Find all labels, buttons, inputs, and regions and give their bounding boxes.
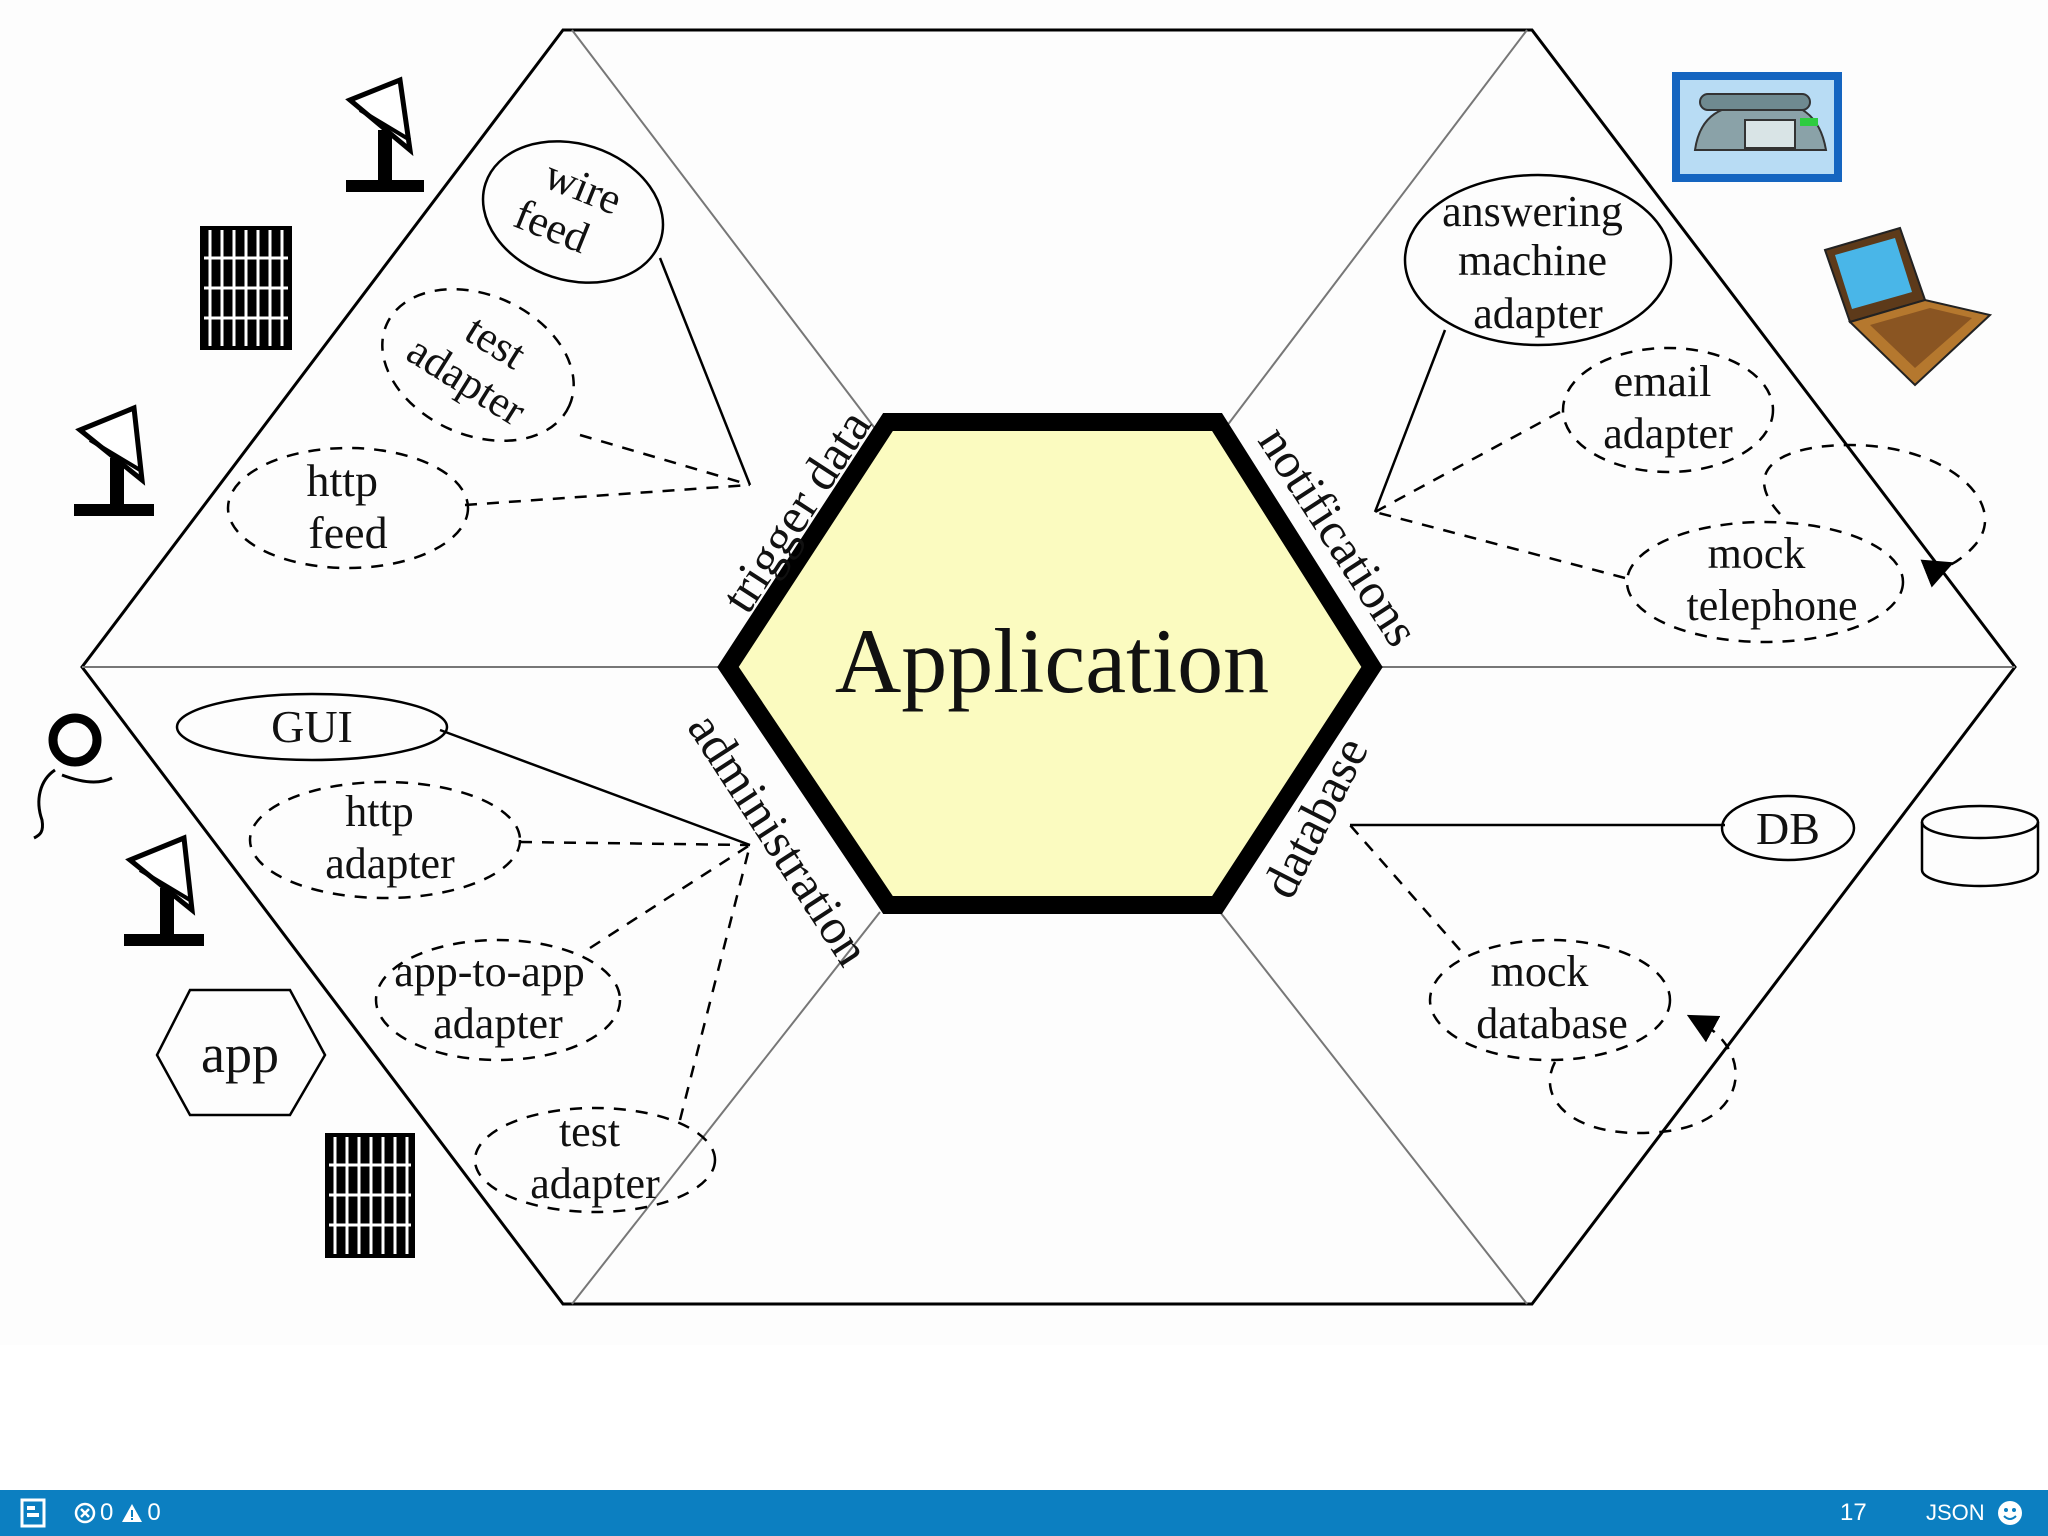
adapter-http-feed: http feed [226,446,470,570]
remote-window-icon [20,1498,46,1528]
adapter-gui: GUI [175,692,449,762]
adapter-email: email adapter [1561,346,1775,474]
remote-icon[interactable] [20,1490,46,1536]
center-label: Application [835,610,1269,712]
test-bottom-line-2: adapter [530,1159,660,1208]
telephone-icon [1672,72,1842,182]
adapter-app-to-app: app-to-app adapter [374,938,622,1062]
status-bar: 0 0 17 JSON [0,1490,2048,1536]
http-feed-line-2: feed [308,507,387,558]
app-to-app-line-1: app-to-app [394,947,585,996]
http-feed-line-1: http [306,455,378,506]
smiley-icon [1998,1501,2022,1525]
answering-line-3: adapter [1473,289,1603,338]
grid-screen-icon [325,1133,415,1258]
svg-text:http adapter: http adapter [325,787,455,888]
warning-icon [122,1504,143,1522]
person-icon [33,713,113,840]
svg-text:http feed: http feed [306,455,389,558]
application-hexagon [717,413,1383,914]
hexagonal-architecture-diagram: Application trigger data notifications a… [33,28,2040,1306]
adapter-wire-feed: wire feed [481,140,665,284]
answering-line-2: machine [1458,236,1607,285]
email-line-1: email [1614,357,1712,406]
error-count: 0 [100,1499,114,1526]
satellite-dish-icon [74,404,154,516]
mock-database-line-1: mock [1491,947,1589,996]
satellite-dish-icon [345,76,424,192]
adapter-test-top: test adapter [381,287,575,443]
http-adapter-line-2: adapter [325,839,455,888]
adapter-http: http adapter [248,780,522,900]
divider-lines [82,29,2015,1305]
svg-text:wire feed: wire feed [508,145,639,273]
answering-line-1: answering [1442,187,1623,236]
feedback-button[interactable] [1996,1490,2024,1536]
email-line-2: adapter [1603,409,1733,458]
cursor-position[interactable]: 17 [1840,1499,1867,1526]
http-adapter-line-1: http [345,787,413,836]
adapter-db: DB [1720,794,1856,862]
cylinder-database-icon [1920,804,2040,888]
grid-screen-icon [200,226,292,350]
adapter-answering-machine: answering machine adapter [1403,173,1673,347]
language-mode[interactable]: JSON [1926,1500,1985,1525]
test-bottom-line-1: test [559,1107,620,1156]
external-app-label: app [201,1024,279,1084]
problems-indicator[interactable]: 0 0 [74,1490,161,1536]
mock-telephone-line-2: telephone [1686,581,1857,630]
svg-text:email adapter: email adapter [1603,357,1733,458]
svg-text:test adapter: test adapter [530,1107,660,1208]
adapter-test-bottom: test adapter [473,1106,717,1214]
satellite-dish-icon [124,834,204,946]
laptop-icon [1823,226,1993,387]
gui-label: GUI [271,701,353,752]
svg-text:mock telephone: mock telephone [1686,529,1857,630]
mock-telephone-line-1: mock [1708,529,1806,578]
svg-text:answering machine: answering machine adapter [1442,187,1634,338]
adapter-mock-database: mock database [1428,938,1672,1062]
svg-text:app-to-app adapter: app-to-app adapter [394,947,596,1048]
db-label: DB [1756,803,1820,854]
svg-text:mock database: mock database [1476,947,1627,1048]
connections-solid [439,257,1725,847]
connections-dashed [464,410,1987,1135]
external-app: app [155,988,327,1117]
error-icon [74,1502,96,1524]
warning-count: 0 [147,1499,161,1526]
adapter-mock-telephone: mock telephone [1625,520,1905,644]
mock-database-line-2: database [1476,999,1627,1048]
diagram-canvas: Application trigger data notifications a… [33,28,2040,1306]
app-to-app-line-2: adapter [433,999,563,1048]
